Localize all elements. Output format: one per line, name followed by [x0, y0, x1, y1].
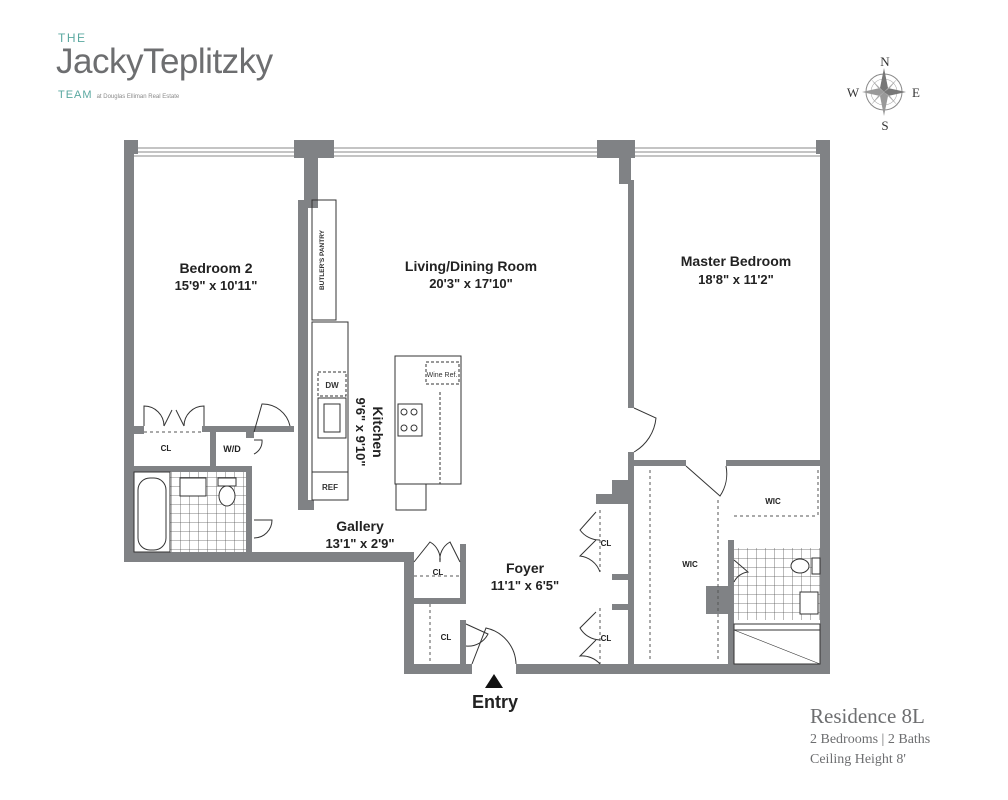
- walls: [124, 140, 830, 674]
- room-name-bedroom2: Bedroom 2: [179, 260, 252, 276]
- closet-label: CL: [441, 633, 452, 642]
- compass-s: S: [881, 118, 888, 133]
- wine-ref-label: Wine Ref.: [427, 372, 458, 379]
- room-dims-bedroom2: 15'9" x 10'11": [175, 278, 258, 293]
- room-dims-living: 20'3" x 17'10": [429, 276, 513, 291]
- closet-label: CL: [601, 539, 612, 548]
- brand-team-word: TEAM: [58, 89, 93, 101]
- kitchen-counters: [311, 199, 349, 501]
- brand-name: JackyTeplitzky: [56, 42, 273, 81]
- room-name-master: Master Bedroom: [681, 253, 791, 269]
- room-name-living: Living/Dining Room: [405, 258, 537, 274]
- room-dims-kitchen: 9'6" x 9'10": [353, 397, 368, 466]
- door-swings: [143, 403, 750, 665]
- entry-label: Entry: [472, 692, 518, 712]
- ref-label: REF: [322, 483, 338, 492]
- residence-title: Residence 8L: [810, 704, 925, 728]
- wd-label: W/D: [223, 444, 241, 454]
- room-dims-master: 18'8" x 11'2": [698, 272, 774, 287]
- brand-affiliation: at Douglas Elliman Real Estate: [96, 94, 180, 100]
- butlers-pantry-label: BUTLER'S PANTRY: [319, 229, 326, 290]
- residence-summary: 2 Bedrooms | 2 Baths: [810, 732, 931, 747]
- wic-label: WIC: [765, 497, 781, 506]
- closet-label: CL: [433, 568, 444, 577]
- compass-e: E: [912, 85, 920, 100]
- entry-arrow-icon: [485, 674, 503, 688]
- room-dims-gallery: 13'1" x 2'9": [325, 536, 394, 551]
- room-name-gallery: Gallery: [336, 518, 384, 534]
- compass-icon: N S E W: [847, 54, 920, 133]
- north-windows: [132, 147, 820, 157]
- room-name-kitchen: Kitchen: [370, 406, 386, 457]
- master-bath: [733, 548, 821, 665]
- residence-ceiling: Ceiling Height 8': [810, 752, 906, 767]
- room-dims-foyer: 11'1" x 6'5": [491, 578, 559, 593]
- wic-label: WIC: [682, 560, 698, 569]
- room-name-foyer: Foyer: [506, 560, 545, 576]
- bath-2: [133, 471, 246, 553]
- closet-label: CL: [161, 444, 172, 453]
- dw-label: DW: [325, 381, 339, 390]
- compass-w: W: [847, 85, 860, 100]
- brand-the: THE: [58, 31, 87, 45]
- compass-n: N: [880, 54, 890, 69]
- closet-label: CL: [601, 634, 612, 643]
- kitchen-island: [394, 355, 462, 511]
- closet-rods: [144, 431, 819, 664]
